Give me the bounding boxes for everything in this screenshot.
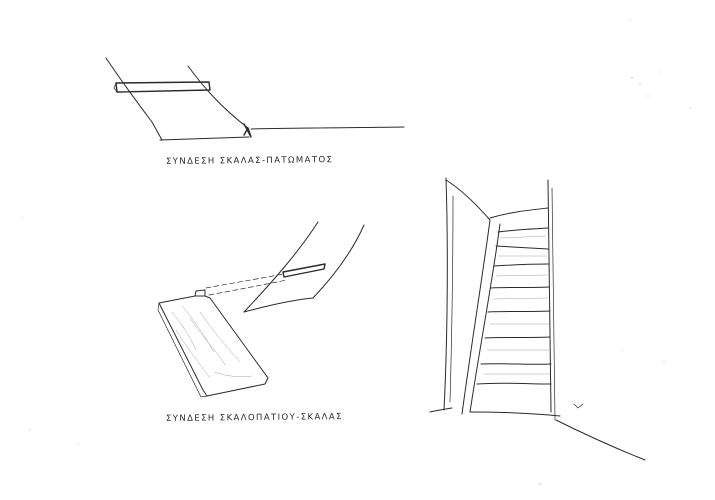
tread-board xyxy=(115,81,211,93)
staircase-perspective-sketch xyxy=(429,177,646,461)
stringer-front-right xyxy=(469,223,501,413)
wall-inner-line xyxy=(449,195,454,403)
stair-tread-2 xyxy=(495,245,549,250)
wall-left-outer xyxy=(443,177,448,411)
tread-wood-grain-1 xyxy=(171,305,227,367)
stair-tread-4 xyxy=(490,286,550,289)
right-wall-inner xyxy=(551,187,556,421)
stringer-base-line xyxy=(159,136,250,141)
stair-riser-shading xyxy=(484,235,550,375)
top-landing-edge xyxy=(489,207,549,219)
right-wall xyxy=(547,179,552,413)
stair-tread-3 xyxy=(493,263,550,267)
tread-plank xyxy=(158,295,269,397)
caption-stair-floor: ΣΥΝΔΕΣΗ ΣΚΑΛΑΣ-ΠΑΤΩΜΑΤΟΣ xyxy=(165,155,334,167)
groove-line-1 xyxy=(205,273,284,289)
tread-tenon xyxy=(194,289,206,297)
tread-wood-grain-2 xyxy=(175,311,253,379)
stair-tread-8 xyxy=(476,382,552,385)
floor-notch xyxy=(243,123,252,138)
floor-line xyxy=(250,126,405,130)
tread-stringer-sketch xyxy=(157,221,365,398)
wall-diagonal xyxy=(445,179,491,221)
stringer-front-left xyxy=(461,219,491,415)
tread-thickness xyxy=(157,302,208,398)
corner-mark xyxy=(573,403,584,409)
stair-tread-5 xyxy=(487,310,551,313)
stair-tread-1 xyxy=(497,227,549,233)
floor-line-bottom xyxy=(469,411,561,417)
floor-perspective-line xyxy=(555,419,646,461)
caption-tread-stringer: ΣΥΝΔΕΣΗ ΣΚΑΛΟΠΑΤΙΟΥ-ΣΚΑΛΑΣ xyxy=(165,412,343,424)
stringer-cut-end xyxy=(243,297,314,313)
paper-texture xyxy=(21,19,691,485)
stringer-right-edge xyxy=(312,224,365,299)
stringer-groove xyxy=(282,263,326,278)
floor-line-left xyxy=(429,407,453,413)
stringer-left-edge xyxy=(243,221,319,313)
stair-floor-sketch xyxy=(105,57,405,141)
stringer-top-edge xyxy=(105,57,163,141)
stair-tread-7 xyxy=(480,363,552,365)
stringer-bottom-edge xyxy=(187,65,249,129)
tread-board-end xyxy=(113,82,118,93)
groove-line-2 xyxy=(208,279,288,296)
stair-tread-6 xyxy=(484,336,551,339)
